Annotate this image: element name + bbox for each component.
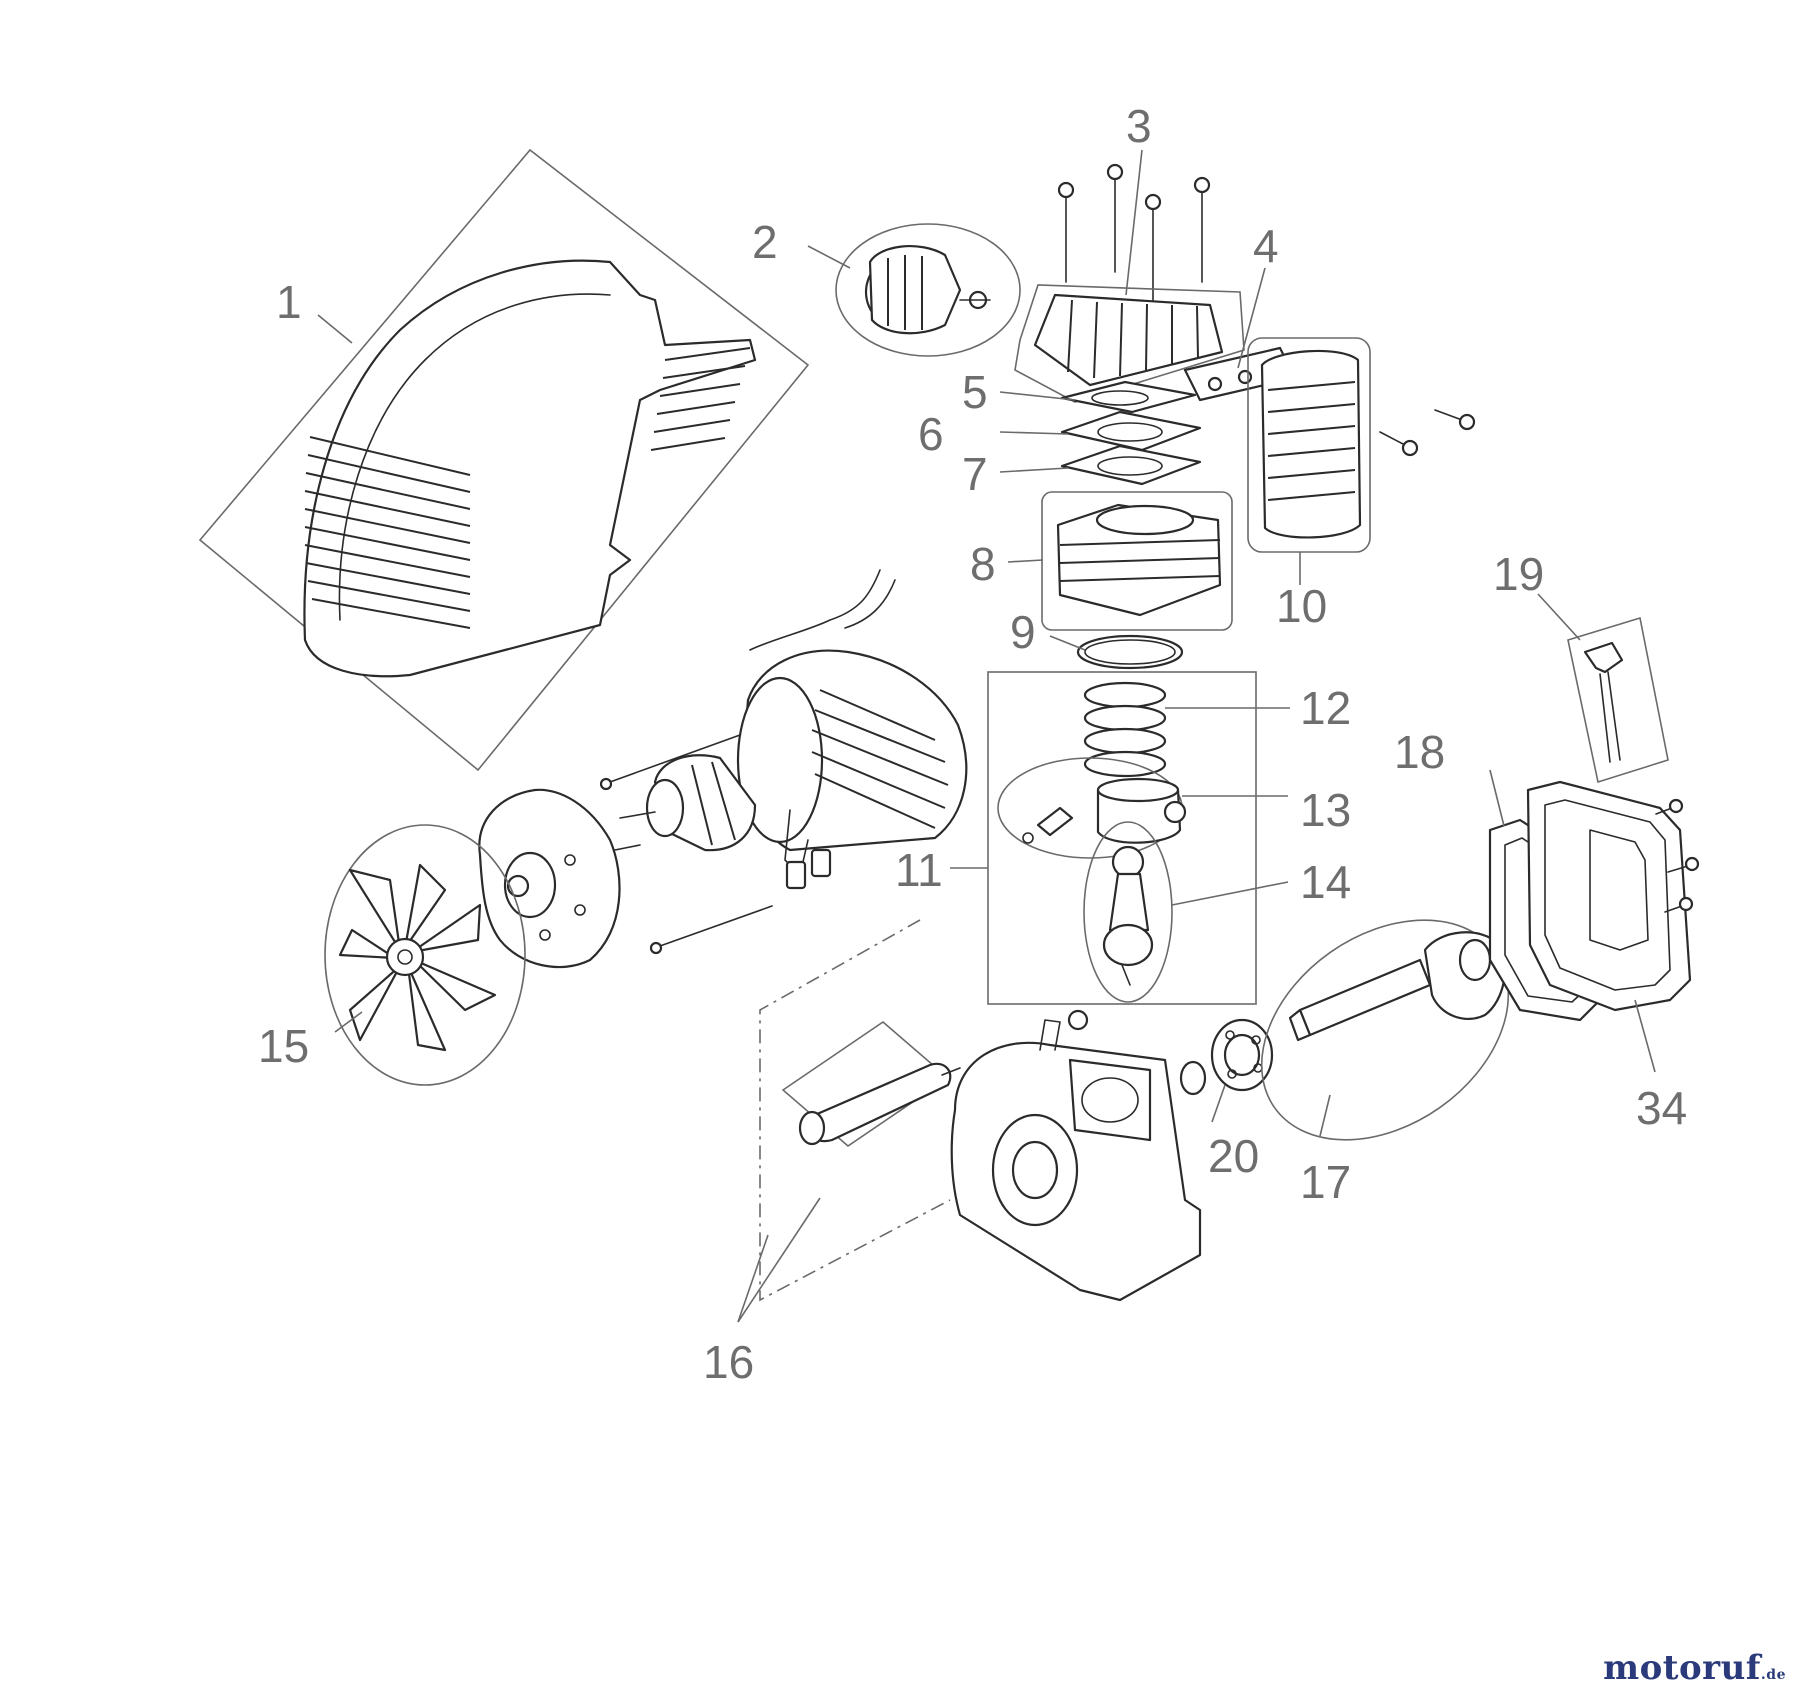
callout-4: 4 <box>1253 220 1279 272</box>
callout-19: 19 <box>1493 548 1544 600</box>
part-34-crankcase-cover <box>1526 780 1700 1012</box>
motoruf-watermark: motoruf.de <box>1603 1648 1786 1688</box>
callout-7: 7 <box>962 448 988 500</box>
callout-12: 12 <box>1300 682 1351 734</box>
callout-5: 5 <box>962 366 988 418</box>
head-bolts <box>1057 163 1211 301</box>
callout-13: 13 <box>1300 784 1351 836</box>
callout-2: 2 <box>752 216 778 268</box>
watermark-tld: .de <box>1760 1667 1786 1683</box>
callout-9: 9 <box>1010 606 1036 658</box>
callout-10: 10 <box>1276 580 1327 632</box>
part-11-assembly-frame <box>987 671 1257 1005</box>
callout-18: 18 <box>1394 726 1445 778</box>
part-8-cylinder <box>1041 491 1233 631</box>
callout-14: 14 <box>1300 856 1351 908</box>
callout-17: 17 <box>1300 1156 1351 1208</box>
motor-end-bell <box>478 734 773 969</box>
leader-lines <box>317 149 1656 1323</box>
part-9-o-ring <box>1076 634 1184 670</box>
part-2-air-filter <box>835 223 1021 357</box>
part-10-head-cover <box>1247 337 1476 553</box>
part-13-piston <box>997 757 1187 859</box>
callout-16: 16 <box>703 1336 754 1388</box>
part-7-gasket <box>1060 444 1202 486</box>
callout-6: 6 <box>918 408 944 460</box>
part-14-connecting-rod <box>1083 821 1173 1003</box>
part-19-dipstick <box>1567 616 1669 784</box>
motor-rotor <box>619 754 757 852</box>
callout-11: 11 <box>895 844 943 896</box>
callout-34: 34 <box>1636 1082 1687 1134</box>
part-3-cylinder-head <box>1014 163 1245 403</box>
head-fins <box>1067 299 1199 379</box>
watermark-main: motoruf <box>1603 1648 1761 1688</box>
part-1-cover <box>198 148 810 772</box>
callout-20: 20 <box>1208 1130 1259 1182</box>
cover-screws <box>1379 409 1476 457</box>
callout-3: 3 <box>1126 100 1152 152</box>
part-6-valve-plate <box>1060 410 1202 452</box>
cover-fins <box>1267 381 1356 501</box>
part-1-cover-slots <box>304 347 751 629</box>
part-15-fan <box>324 824 526 1086</box>
part-16-crankcase <box>759 919 1207 1302</box>
part-17-crankshaft <box>1260 919 1510 1141</box>
motor-stator <box>736 569 968 890</box>
callout-numbers: 1 2 3 4 5 6 7 8 9 10 11 12 13 14 15 16 1… <box>258 100 1687 1388</box>
stator-lines <box>811 689 949 829</box>
callout-1: 1 <box>276 276 302 328</box>
callout-15: 15 <box>258 1020 309 1072</box>
part-20-bearing <box>1210 1018 1274 1092</box>
callout-8: 8 <box>970 538 996 590</box>
part-5-gasket <box>1060 380 1197 414</box>
